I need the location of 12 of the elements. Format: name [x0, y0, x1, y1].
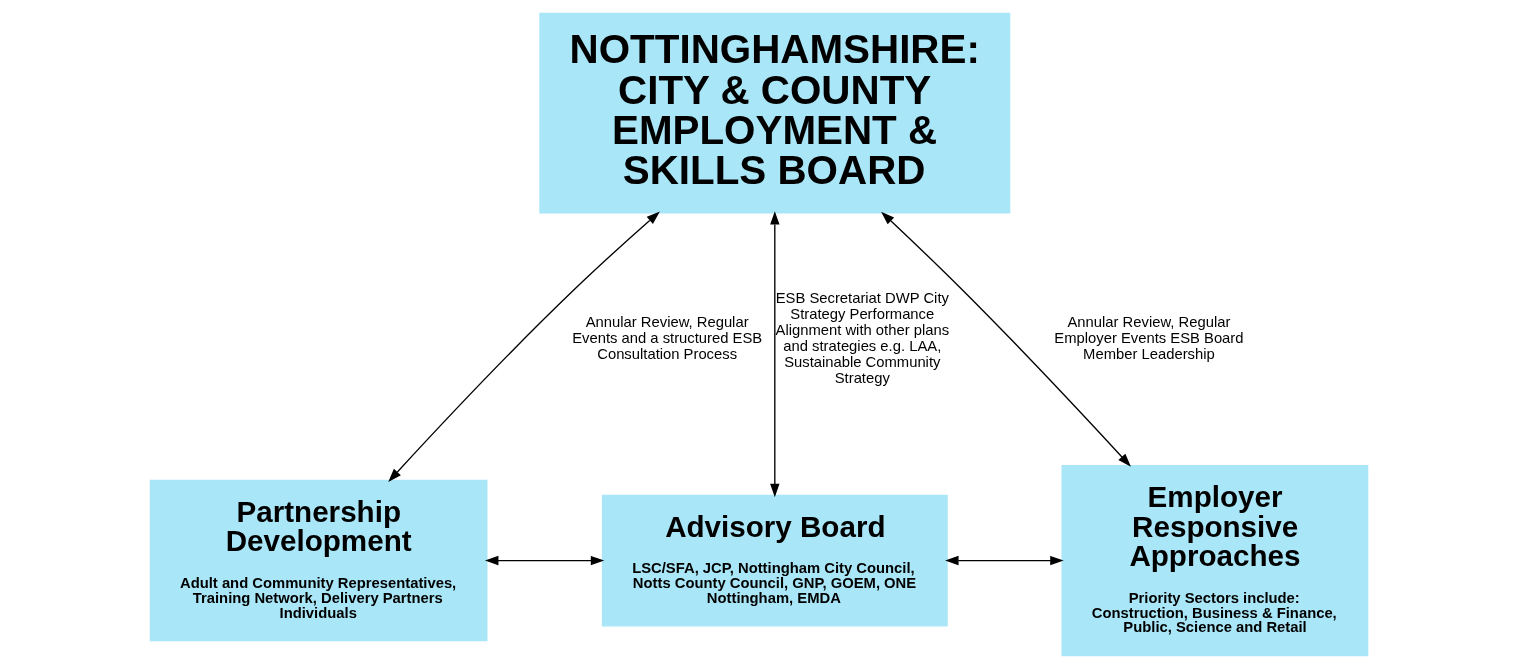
arrow: [388, 211, 660, 482]
node-box: Partnership Development Adult and Community Representatives, Training Network, Delivery Partners Individuals: [149, 479, 488, 642]
edge-label: Annular Review, Regular Employer Events ESB Board Member Leadership: [1054, 313, 1244, 363]
arrow: [881, 211, 1131, 467]
node-box: NOTTINGHAMSHIRE: CITY & COUNTY EMPLOYMENT & SKILLS BOARD: [539, 12, 1011, 214]
node-box: Advisory Board LSC/SFA, JCP, Nottingham City Council, Notts County Council, GNP, GOEM, ONE Nottingham, EMDA: [601, 494, 948, 627]
edge-label: ESB Secretariat DWP City Strategy Performance Alignment with other plans and strategies e.g. LAA, Sustainable Community Strategy: [775, 289, 950, 387]
arrow: [484, 555, 605, 566]
edge-label: Annular Review, Regular Events and a structured ESB Consultation Process: [572, 313, 763, 363]
node-box: Employer Responsive Approaches Priority Sectors include: Construction, Business & Finance, Public, Science and Retail: [1061, 465, 1369, 657]
arrow: [770, 211, 780, 498]
arrow: [945, 555, 1064, 566]
